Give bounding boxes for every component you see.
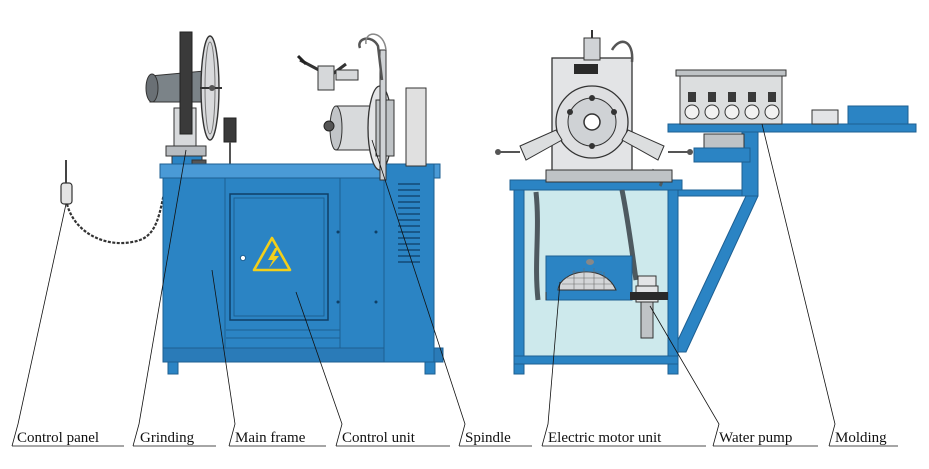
label-grinding: Grinding bbox=[140, 430, 195, 446]
control-unit bbox=[383, 163, 435, 363]
label-molding: Molding bbox=[835, 430, 887, 446]
label-water-pump: Water pump bbox=[719, 430, 792, 446]
molding-unit bbox=[667, 69, 917, 163]
electric-motor-unit bbox=[545, 255, 633, 301]
label-spindle: Spindle bbox=[465, 430, 511, 446]
label-main-frame: Main frame bbox=[235, 430, 306, 446]
grinding-head bbox=[145, 31, 237, 176]
control-panel-pendant bbox=[60, 160, 172, 245]
spindle-assembly bbox=[296, 33, 427, 181]
leader-lines bbox=[11, 123, 898, 447]
label-control-panel: Control panel bbox=[17, 430, 99, 446]
high-voltage-warning-icon bbox=[252, 236, 292, 272]
label-electric-motor-unit: Electric motor unit bbox=[548, 430, 662, 446]
label-control-unit: Control unit bbox=[342, 430, 416, 446]
water-pump bbox=[630, 275, 668, 339]
multi-spindle-head bbox=[495, 30, 693, 183]
